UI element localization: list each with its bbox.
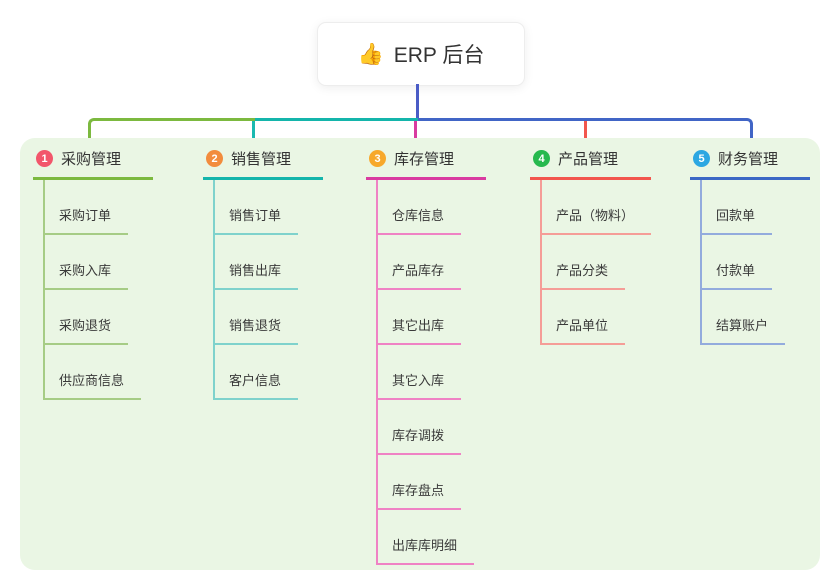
node-label: 库存调拨	[378, 425, 462, 455]
node-label: 其它出库	[378, 315, 462, 345]
tree-node[interactable]: 付款单	[702, 235, 785, 290]
root-node-label: ERP 后台	[393, 44, 485, 67]
number-badge-5: 5	[693, 150, 710, 167]
number-badge-3: 3	[369, 150, 386, 167]
number-badge-4: 4	[533, 150, 550, 167]
branch-inventory-children: 仓库信息 产品库存 其它出库 其它入库 库存调拨 库存盘点 出库库明细	[376, 180, 475, 565]
tree-node[interactable]: 采购入库	[45, 235, 141, 290]
branch-product: 4 产品管理 产品（物料） 产品分类 产品单位	[530, 146, 652, 345]
tree-node[interactable]: 客户信息	[215, 345, 299, 400]
node-label: 销售退货	[215, 315, 299, 345]
tree-node[interactable]: 库存盘点	[378, 455, 474, 510]
tree-node[interactable]: 供应商信息	[45, 345, 142, 400]
branch-inventory: 3 库存管理 仓库信息 产品库存 其它出库 其它入库 库存调拨 库存盘点 出库库…	[366, 146, 486, 565]
tree-node[interactable]: 出库库明细	[378, 510, 475, 565]
branch-purchase-label: 采购管理	[61, 151, 122, 168]
bus-segment-blue	[418, 118, 753, 151]
tree-node[interactable]: 仓库信息	[378, 180, 474, 235]
branch-sales-children: 销售订单 销售出库 销售退货 客户信息	[213, 180, 299, 400]
tree-node[interactable]: 其它出库	[378, 290, 474, 345]
tree-node[interactable]: 产品单位	[542, 290, 651, 345]
root-node[interactable]: 👍 ERP 后台	[317, 22, 525, 86]
tree-node[interactable]: 产品（物料）	[542, 180, 652, 235]
branch-finance-header[interactable]: 5 财务管理	[690, 146, 810, 180]
node-label: 采购入库	[45, 260, 129, 290]
branch-purchase-children: 采购订单 采购入库 采购退货 供应商信息	[43, 180, 142, 400]
tree-node[interactable]: 产品分类	[542, 235, 651, 290]
branch-sales: 2 销售管理 销售订单 销售出库 销售退货 客户信息	[203, 146, 323, 400]
branch-product-label: 产品管理	[558, 151, 619, 168]
tree-node[interactable]: 采购订单	[45, 180, 141, 235]
branch-inventory-label: 库存管理	[394, 151, 455, 168]
number-badge-2: 2	[206, 150, 223, 167]
tree-node[interactable]: 销售退货	[215, 290, 299, 345]
branch-sales-label: 销售管理	[231, 151, 292, 168]
node-label: 产品（物料）	[542, 205, 652, 235]
bus-segment-green	[88, 118, 258, 151]
branch-sales-header[interactable]: 2 销售管理	[203, 146, 323, 180]
branch-finance: 5 财务管理 回款单 付款单 结算账户	[690, 146, 810, 345]
bus-segment-teal	[255, 118, 418, 121]
branch-finance-label: 财务管理	[718, 151, 779, 168]
root-connector-line	[416, 84, 419, 121]
node-label: 产品单位	[542, 315, 626, 345]
drop-line-inventory	[414, 121, 417, 147]
thumbs-up-icon: 👍	[357, 42, 384, 66]
branch-purchase: 1 采购管理 采购订单 采购入库 采购退货 供应商信息	[33, 146, 153, 400]
tree-node[interactable]: 回款单	[702, 180, 785, 235]
drop-line-product	[584, 121, 587, 147]
node-label: 结算账户	[702, 315, 786, 345]
branch-product-children: 产品（物料） 产品分类 产品单位	[540, 180, 652, 345]
node-label: 其它入库	[378, 370, 462, 400]
branch-finance-children: 回款单 付款单 结算账户	[700, 180, 786, 345]
tree-node[interactable]: 销售订单	[215, 180, 299, 235]
tree-node[interactable]: 产品库存	[378, 235, 474, 290]
node-label: 客户信息	[215, 370, 299, 400]
number-badge-1: 1	[36, 150, 53, 167]
node-label: 回款单	[702, 205, 773, 235]
node-label: 销售出库	[215, 260, 299, 290]
node-label: 采购退货	[45, 315, 129, 345]
node-label: 库存盘点	[378, 480, 462, 510]
node-label: 供应商信息	[45, 370, 142, 400]
tree-node[interactable]: 销售出库	[215, 235, 299, 290]
branch-purchase-header[interactable]: 1 采购管理	[33, 146, 153, 180]
tree-node[interactable]: 结算账户	[702, 290, 786, 345]
node-label: 采购订单	[45, 205, 129, 235]
node-label: 销售订单	[215, 205, 299, 235]
branches-panel	[20, 138, 820, 570]
branch-inventory-header[interactable]: 3 库存管理	[366, 146, 486, 180]
node-label: 出库库明细	[378, 535, 475, 565]
tree-node[interactable]: 库存调拨	[378, 400, 474, 455]
node-label: 产品分类	[542, 260, 626, 290]
branch-product-header[interactable]: 4 产品管理	[530, 146, 652, 180]
node-label: 付款单	[702, 260, 773, 290]
tree-node[interactable]: 采购退货	[45, 290, 141, 345]
node-label: 仓库信息	[378, 205, 462, 235]
node-label: 产品库存	[378, 260, 462, 290]
tree-node[interactable]: 其它入库	[378, 345, 474, 400]
drop-line-sales	[252, 121, 255, 147]
